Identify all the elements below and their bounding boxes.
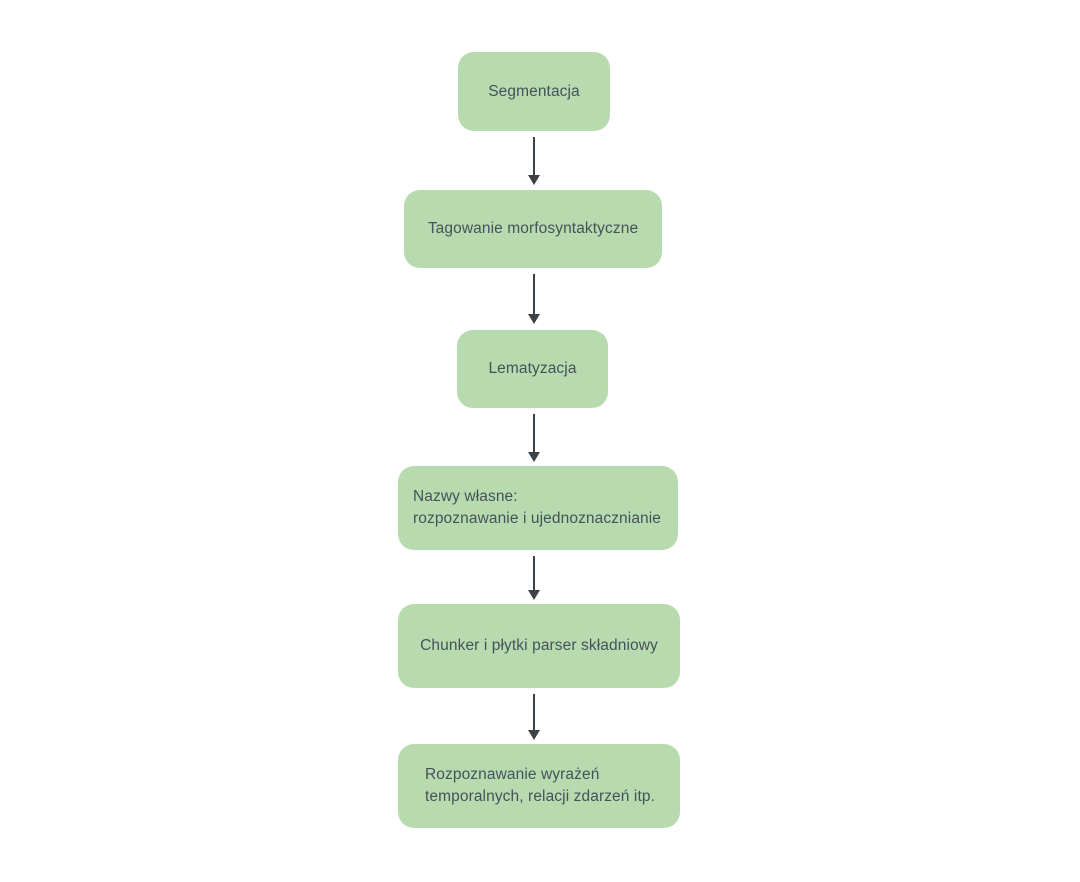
arrow-head — [528, 452, 540, 462]
arrow-down-icon — [527, 274, 541, 324]
arrow-down-icon — [527, 137, 541, 185]
arrow-down-icon — [527, 694, 541, 740]
arrow-head — [528, 590, 540, 600]
flow-node-lematyzacja: Lematyzacja — [457, 330, 608, 408]
arrow-shaft — [533, 274, 535, 314]
flow-node-chunker-parser: Chunker i płytki parser składniowy — [398, 604, 680, 688]
flow-node-nazwy-wlasne: Nazwy własne: rozpoznawanie i ujednoznac… — [398, 466, 678, 550]
arrow-head — [528, 730, 540, 740]
arrow-shaft — [533, 414, 535, 452]
arrow-shaft — [533, 556, 535, 590]
arrow-head — [528, 175, 540, 185]
arrow-down-icon — [527, 556, 541, 600]
arrow-shaft — [533, 137, 535, 175]
arrow-head — [528, 314, 540, 324]
flow-node-rozpoznawanie-wyrazen: Rozpoznawanie wyrażeń temporalnych, rela… — [398, 744, 680, 828]
arrow-shaft — [533, 694, 535, 730]
flow-node-tagowanie-morfosyntaktyczne: Tagowanie morfosyntaktyczne — [404, 190, 662, 268]
arrow-down-icon — [527, 414, 541, 462]
flow-node-segmentacja: Segmentacja — [458, 52, 610, 131]
